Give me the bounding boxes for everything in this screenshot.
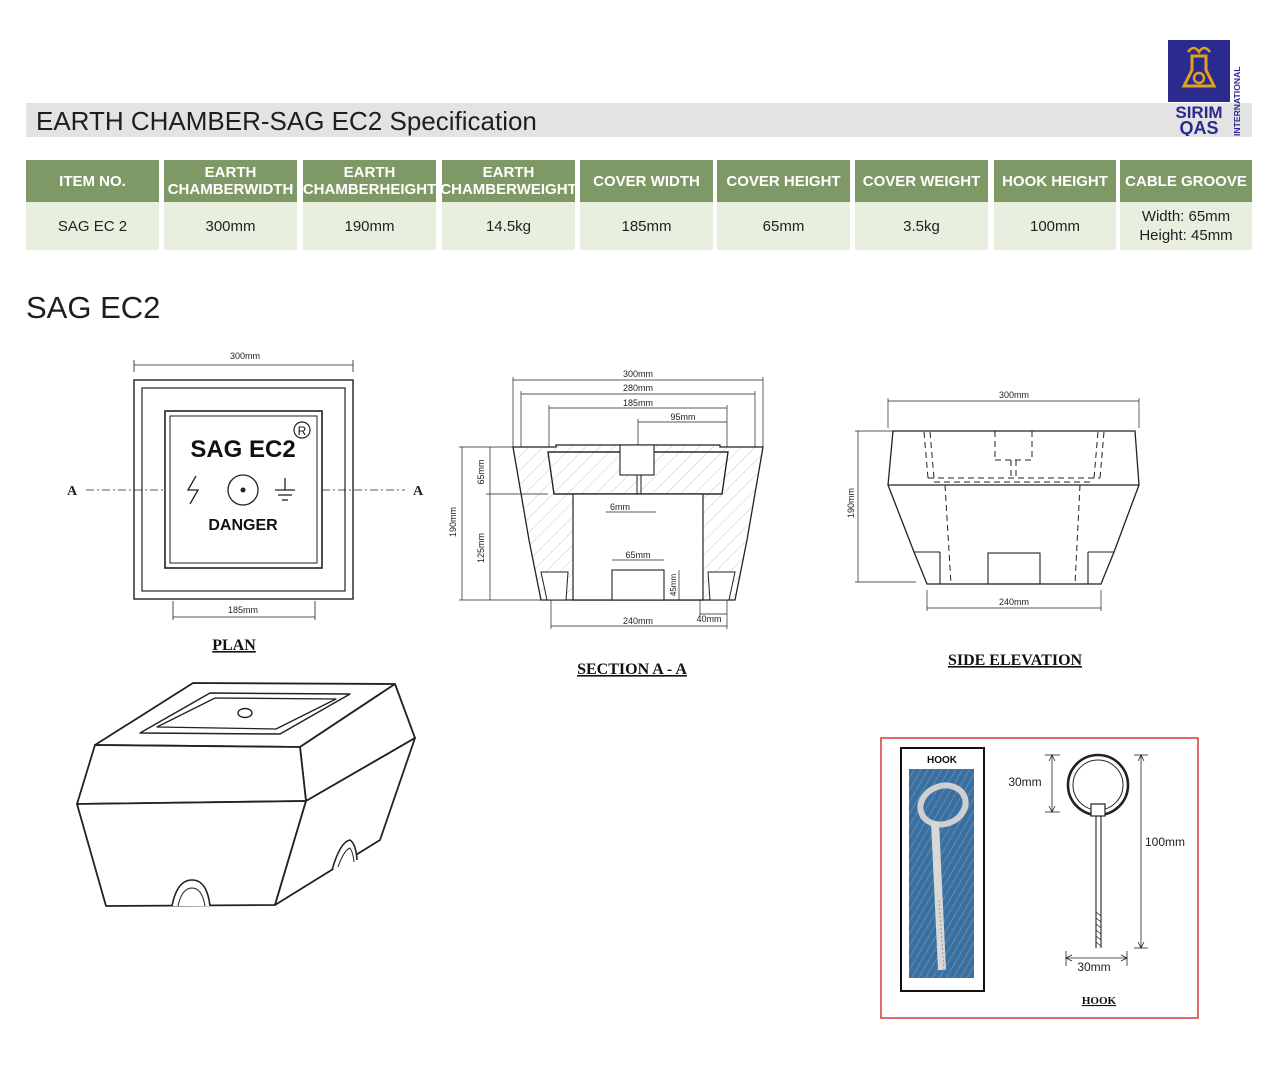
logo-text-international: INTERNATIONAL — [1232, 66, 1242, 136]
registered-mark: R — [298, 424, 307, 438]
logo-text-qas: QAS — [1179, 118, 1218, 136]
elevation-dim-left: 190mm — [846, 488, 856, 518]
section-dim-190: 190mm — [448, 507, 458, 537]
table-column: EARTH CHAMBERHEIGHT 190mm — [303, 156, 436, 250]
cell-cover-weight: 3.5kg — [855, 202, 988, 250]
column-header-cover-width: COVER WIDTH — [580, 160, 713, 202]
cell-chamber-height: 190mm — [303, 202, 436, 250]
plan-dim-top: 300mm — [230, 351, 260, 361]
section-dim-65-vertical: 65mm — [476, 459, 486, 484]
section-dim-240: 240mm — [623, 616, 653, 626]
earth-ground-icon — [275, 478, 295, 501]
table-column: EARTH CHAMBERWIDTH 300mm — [164, 156, 297, 250]
plan-danger-text: DANGER — [208, 517, 278, 534]
ring-icon — [227, 474, 259, 506]
flask-icon — [1181, 54, 1217, 88]
column-header-chamber-width: EARTH CHAMBERWIDTH — [164, 160, 297, 202]
spec-table: ITEM NO. SAG EC 2 EARTH CHAMBERWIDTH 300… — [26, 156, 1252, 250]
section-dim-185: 185mm — [623, 398, 653, 408]
section-aa-view: 300mm 280mm 185mm 95mm 190mm 65mm 125mm … — [448, 369, 764, 678]
column-header-hook-height: HOOK HEIGHT — [994, 160, 1116, 202]
section-dim-65-horizontal: 65mm — [625, 550, 650, 560]
side-elevation-caption: SIDE ELEVATION — [948, 652, 1083, 669]
cell-hook-height: 100mm — [994, 202, 1116, 250]
section-dim-95: 95mm — [670, 412, 695, 422]
table-column: COVER WEIGHT 3.5kg — [855, 156, 988, 250]
column-header-item-no: ITEM NO. — [26, 160, 159, 202]
table-column: HOOK HEIGHT 100mm — [994, 156, 1116, 250]
column-header-chamber-height: EARTH CHAMBERHEIGHT — [303, 160, 436, 202]
hook-photo-eyebolt — [917, 782, 969, 971]
hook-panel: HOOK — [880, 737, 1199, 1019]
side-elevation-view: 300mm 190mm 240mm — [846, 390, 1140, 669]
hook-drawing — [1045, 753, 1148, 966]
logo-text-sirim: SIRIM — [1175, 103, 1222, 122]
title-bar: EARTH CHAMBER-SAG EC2 Specification — [26, 103, 1252, 137]
column-header-cable-groove: CABLE GROOVE — [1120, 160, 1252, 202]
section-dim-40: 40mm — [696, 614, 721, 624]
logo-flame-icon — [1187, 46, 1211, 55]
section-title: SAG EC2 — [26, 290, 161, 325]
section-dim-125: 125mm — [476, 533, 486, 563]
sirim-qas-logo: SIRIM QAS INTERNATIONAL — [1168, 40, 1242, 136]
cell-chamber-weight: 14.5kg — [442, 202, 575, 250]
table-column: ITEM NO. SAG EC 2 — [26, 156, 159, 250]
gear-icon — [1192, 71, 1206, 85]
lightning-icon — [186, 475, 200, 505]
cell-item-no: SAG EC 2 — [26, 202, 159, 250]
plan-marker-a-left: A — [67, 484, 78, 499]
cell-chamber-width: 300mm — [164, 202, 297, 250]
hook-caption: HOOK — [1082, 995, 1117, 1007]
plan-view: 300mm A A SAG EC2 R DANGER 185mm PLAN — [67, 351, 424, 654]
cell-cover-width: 185mm — [580, 202, 713, 250]
section-dim-280: 280mm — [623, 383, 653, 393]
section-aa-caption: SECTION A - A — [577, 661, 687, 678]
hook-dim-height: 100mm — [1145, 835, 1185, 849]
plan-caption: PLAN — [212, 637, 256, 654]
elevation-dim-bottom: 240mm — [999, 597, 1029, 607]
section-dim-45: 45mm — [669, 574, 678, 597]
section-dim-6: 6mm — [610, 502, 630, 512]
table-column: COVER WIDTH 185mm — [580, 156, 713, 250]
section-dim-300: 300mm — [623, 369, 653, 379]
plan-dim-bottom: 185mm — [228, 605, 258, 615]
column-header-cover-height: COVER HEIGHT — [717, 160, 850, 202]
table-column: EARTH CHAMBERWEIGHT 14.5kg — [440, 156, 577, 250]
column-header-cover-weight: COVER WEIGHT — [855, 160, 988, 202]
page-title: EARTH CHAMBER-SAG EC2 Specification — [36, 106, 537, 136]
hook-dim-width: 30mm — [1077, 960, 1110, 974]
table-column: COVER HEIGHT 65mm — [717, 156, 850, 250]
isometric-view — [76, 682, 416, 907]
plan-marker-a-right: A — [413, 484, 424, 499]
column-header-chamber-weight: EARTH CHAMBERWEIGHT — [440, 160, 577, 202]
registered-icon — [293, 421, 311, 439]
hook-photo-label: HOOK — [927, 755, 958, 766]
elevation-dim-top: 300mm — [999, 390, 1029, 400]
plan-cover-text: SAG EC2 — [190, 436, 295, 463]
cell-cover-height: 65mm — [717, 202, 850, 250]
hook-dim-ring: 30mm — [1008, 775, 1041, 789]
